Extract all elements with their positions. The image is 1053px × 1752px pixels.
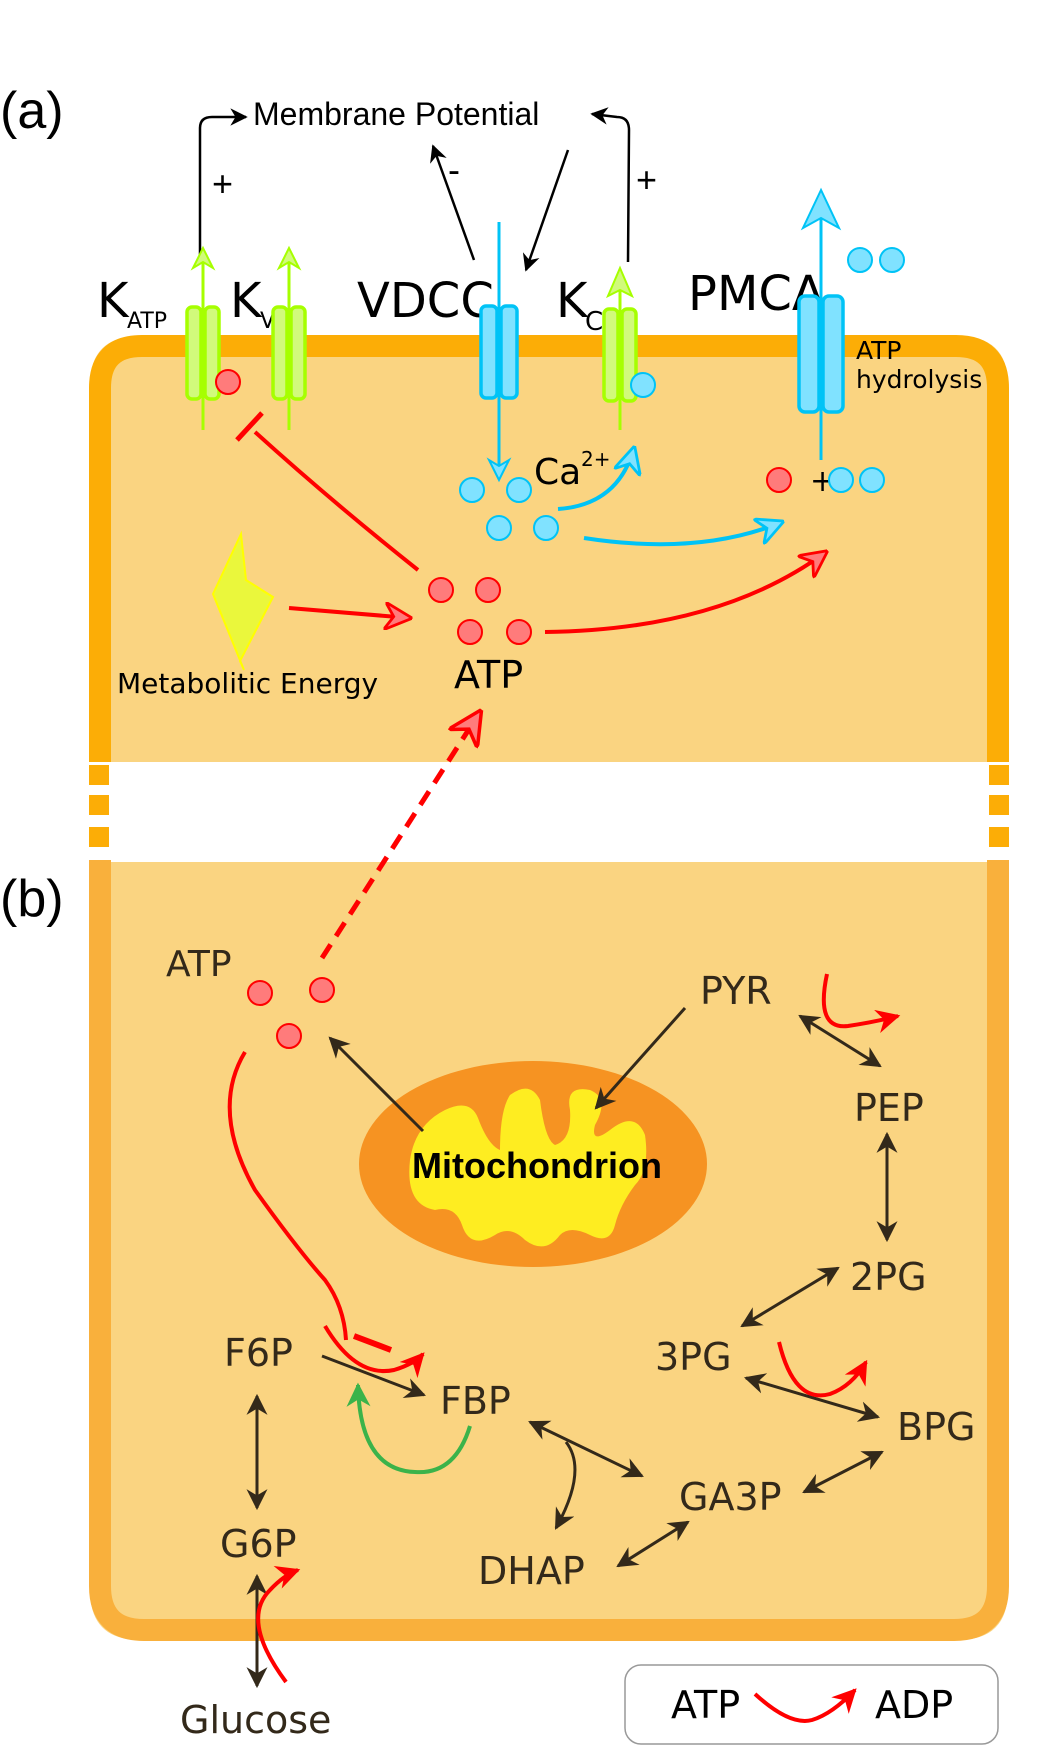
calcium-ion-extruded (879, 247, 905, 273)
katp-to-potential-arrow (198, 108, 248, 255)
membrane-potential-label: Membrane Potential (253, 96, 539, 132)
potential-to-vdcc-arrow (522, 149, 570, 272)
f6p-fbp-reaction-arrow (321, 1354, 426, 1399)
atp-inhibits-pfk-line (227, 1050, 348, 1341)
vdcc-minus-sign: - (448, 149, 460, 190)
ga3p-bpg-reaction-arrow (802, 1450, 884, 1494)
vdcc-to-potential-arrow (430, 144, 476, 261)
calcium-ion-hydrolysis (859, 467, 885, 493)
svg-text:K: K (97, 273, 130, 329)
mitochondrion: Mitochondrion (359, 1061, 707, 1267)
3pg-2pg-reaction-arrow (740, 1266, 840, 1328)
atp-inhibits-katp-line (253, 430, 420, 572)
vdcc-label: VDCC (357, 273, 494, 329)
atp-molecule-hydrolysis (766, 467, 792, 493)
svg-text:hydrolysis: hydrolysis (856, 365, 982, 394)
fbp-ga3p-reaction-arrow (528, 1420, 644, 1478)
panel-gap (80, 762, 1020, 862)
atp-molecule-cluster-b (247, 977, 335, 1049)
calcium-label: Ca 2+ (534, 447, 610, 493)
3pg-bpg-reaction-arrow (743, 1373, 881, 1422)
metabolite-glucose: Glucose (180, 1698, 331, 1742)
svg-text:ATP: ATP (856, 336, 902, 365)
metabolite-g6p: G6P (220, 1522, 297, 1566)
fbp-activates-pfk-arrow (346, 1382, 472, 1475)
kca-to-potential-arrow (590, 107, 631, 263)
calcium-ion-cluster (459, 477, 559, 541)
energy-to-atp-arrow (288, 608, 410, 618)
metabolite-2pg: 2PG (850, 1255, 927, 1299)
legend-atp: ATP (671, 1683, 740, 1727)
svg-text:K: K (556, 273, 589, 329)
fbp-dhap-reaction-arrow (554, 1441, 577, 1530)
calcium-to-pmca-arrow (583, 522, 782, 547)
pyr-pep-reaction-arrow (798, 1014, 882, 1068)
calcium-to-kca-arrow (557, 448, 634, 511)
panel-b-label: (b) (0, 870, 64, 928)
legend-box: ATP ADP (624, 1664, 999, 1745)
atp-adp-coupling-pgk (777, 1341, 868, 1398)
legend-adp: ADP (875, 1683, 953, 1727)
pmca-pump (797, 187, 845, 460)
svg-text:2+: 2+ (581, 447, 610, 471)
katp-label: K ATP (97, 273, 167, 334)
panel-a-label: (a) (0, 82, 64, 140)
atp-adp-coupling-pfk (323, 1324, 425, 1379)
cell-panel-a (89, 335, 1009, 764)
atp-adp-coupling-hexokinase (256, 1565, 301, 1684)
membrane-break-marks (89, 765, 1009, 847)
calcium-ion-extruded (847, 247, 873, 273)
atp-transfer-dashed-arrow (319, 712, 480, 960)
lightning-energy-icon (211, 530, 275, 671)
kv-label: K V (230, 273, 275, 334)
metabolic-energy-label: Metabolitic Energy (117, 667, 378, 700)
vdcc-channel (479, 222, 519, 483)
atp-hydrolysis-label: ATP hydrolysis (856, 336, 982, 394)
atp-label-panel-a: ATP (454, 653, 523, 697)
katp-plus-sign: + (212, 163, 233, 204)
kca-plus-sign: + (636, 159, 657, 200)
kv-channel (271, 245, 307, 430)
calcium-ion-bound-kca (630, 372, 656, 398)
metabolite-bpg: BPG (897, 1405, 975, 1449)
legend-conversion-arrow (753, 1688, 857, 1723)
metabolite-f6p: F6P (224, 1331, 293, 1375)
svg-text:ATP: ATP (127, 309, 167, 334)
metabolite-3pg: 3PG (655, 1335, 732, 1379)
kca-channel (602, 265, 638, 430)
metabolite-pep: PEP (854, 1086, 924, 1130)
calcium-ion-hydrolysis (828, 467, 854, 493)
atp-adp-coupling-pyruvate-kinase (821, 973, 901, 1034)
mitochondrion-label: Mitochondrion (412, 1145, 662, 1186)
metabolite-pyr: PYR (700, 969, 772, 1013)
inhibition-bar-pfk (352, 1333, 393, 1353)
inhibition-bar (235, 411, 264, 442)
svg-text:K: K (230, 273, 263, 329)
katp-channel (185, 245, 221, 430)
atp-to-pmca-arrow (544, 552, 826, 634)
svg-text:Ca: Ca (534, 452, 581, 493)
atp-molecule-bound-katp (215, 369, 241, 395)
metabolite-ga3p: GA3P (679, 1475, 782, 1519)
dhap-ga3p-reaction-arrow (616, 1520, 690, 1568)
atp-label-panel-b: ATP (166, 944, 232, 985)
mito-to-atp-arrow (328, 1036, 425, 1133)
pyr-to-mito-arrow (594, 1007, 687, 1110)
atp-molecule-cluster (428, 577, 532, 645)
metabolite-dhap: DHAP (478, 1549, 585, 1593)
metabolite-fbp: FBP (440, 1379, 511, 1423)
